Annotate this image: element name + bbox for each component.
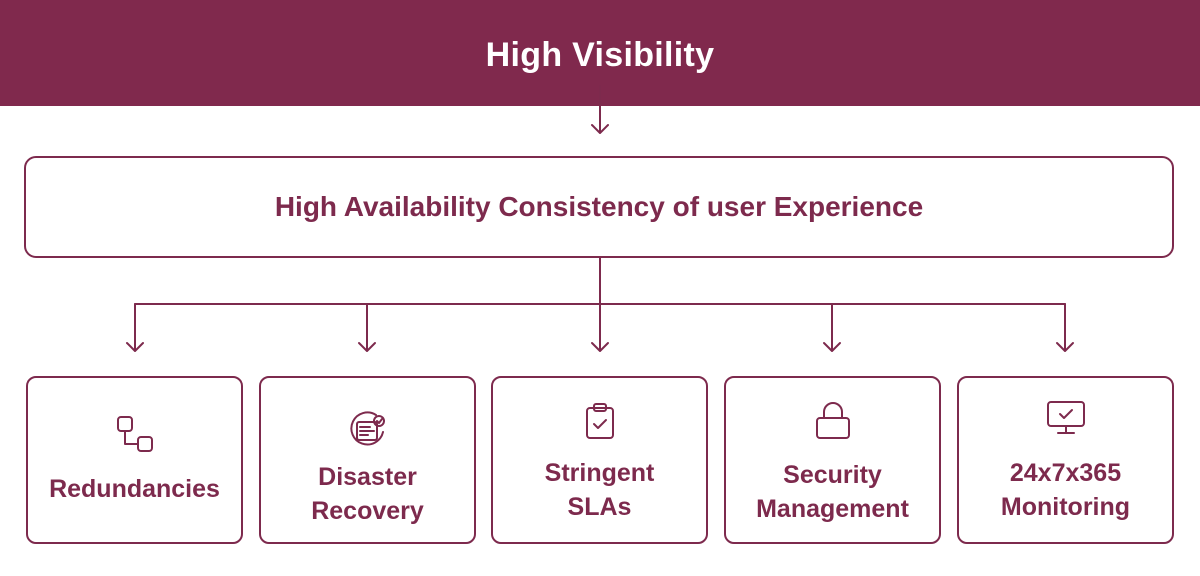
- branch-arrow-5: [1056, 303, 1074, 352]
- card-stringent-slas: Stringent SLAs: [491, 376, 708, 544]
- card-label: Redundancies: [49, 475, 220, 503]
- branch-arrow-1: [126, 303, 144, 352]
- card-label: 24x7x365 Monitoring: [1000, 459, 1131, 521]
- card-label: Disaster Recovery: [311, 463, 424, 525]
- branch-arrow-4: [823, 303, 841, 352]
- header-arrowhead: [591, 124, 609, 134]
- branch-arrow-2: [358, 303, 376, 352]
- main-node: High Availability Consistency of user Ex…: [24, 156, 1174, 258]
- monitor-check-icon: [1046, 400, 1086, 441]
- card-disaster-recovery: Disaster Recovery: [259, 376, 476, 544]
- card-label: Stringent SLAs: [544, 459, 655, 521]
- branch-arrow-3: [591, 303, 609, 352]
- card-monitoring: 24x7x365 Monitoring: [957, 376, 1174, 544]
- card-redundancies: Redundancies: [26, 376, 243, 544]
- clipboard-check-icon: [582, 402, 618, 447]
- lock-icon: [813, 400, 853, 445]
- card-security-management: Security Management: [724, 376, 941, 544]
- card-label: Security Management: [756, 461, 909, 523]
- disaster-recovery-icon: [348, 410, 388, 457]
- header-title: High Visibility: [485, 36, 715, 74]
- main-node-title: High Availability Consistency of user Ex…: [274, 191, 924, 222]
- redundancy-nodes-icon: [115, 414, 155, 459]
